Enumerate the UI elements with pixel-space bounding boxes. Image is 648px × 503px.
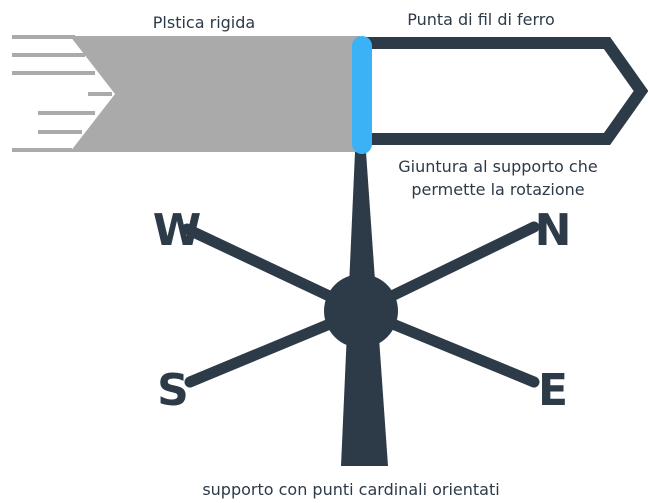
tail-feather-lines — [12, 35, 112, 152]
direction-north: N — [535, 205, 572, 256]
wire-tip-arrow — [362, 37, 648, 145]
rotation-joint — [352, 36, 372, 154]
label-plastic: Plstica rigida — [153, 13, 255, 32]
direction-west: W — [153, 205, 202, 256]
direction-south: S — [157, 365, 189, 416]
vane-tail-plastic — [12, 35, 360, 152]
label-joint-line1: Giuntura al supporto che — [398, 157, 597, 176]
label-support: supporto con punti cardinali orientati — [202, 480, 499, 499]
plastic-tail-shape — [12, 36, 360, 152]
label-joint-line2: permette la rotazione — [411, 180, 584, 199]
center-hub — [324, 274, 398, 348]
direction-east: E — [538, 365, 568, 416]
label-wire-tip: Punta di fil di ferro — [407, 10, 555, 29]
